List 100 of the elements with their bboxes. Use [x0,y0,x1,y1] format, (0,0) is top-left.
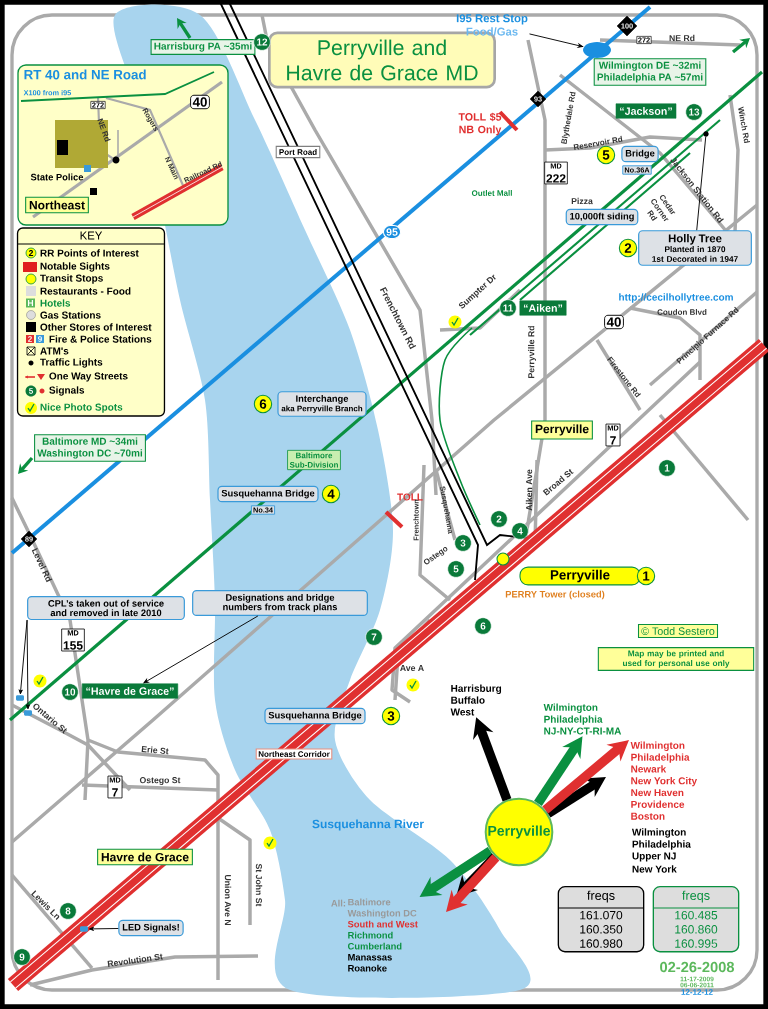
subdivision-sign: Baltimore Sub-Division [287,449,341,471]
signal-icon [16,695,24,701]
legend-label: Nice Photo Spots [40,403,123,413]
street-name: NE Rd [97,118,111,142]
street-name: Ave A [400,665,424,672]
callout-box: Designations and bridge numbers from track plans [192,590,368,616]
toll-note: TOLL [397,493,423,501]
callout-box: Interchange aka Perryville Branch [277,391,367,417]
destination-list: Wilmington Philadelphia Newark New York City New Haven Providence Boston [630,741,698,820]
route-shield: 40 [190,94,210,110]
point-number: 4 [321,484,341,504]
legend-digit: 5 [29,388,33,394]
point-number: 6 [253,394,273,414]
callout-box: Susquehanna Bridge [264,707,366,725]
callout-box: CPL’s taken out of service and removed in late 2010 [27,595,185,621]
destination-name: Wilmington [631,828,686,838]
legend-label: Gas Stations [40,311,101,319]
legend-digit: 2 [28,250,34,257]
point-number: 3 [381,706,401,726]
distance-sign: Wilmington DE ~32mi Philadelphia PA ~57mi [593,58,707,86]
destination-name: New York [632,865,677,873]
street-name: Union Ave N [224,874,232,925]
street-name: Erie St [141,746,169,755]
river-name: Susquehanna River [312,819,424,831]
signal-number: 4 [511,522,529,540]
signal-number: 8 [59,902,77,920]
rest-stop-marker [583,42,611,58]
interstate-shield: 95 [382,225,402,239]
legend-letter: H [27,300,34,306]
place-name: Outlet Mall [471,190,512,196]
town-name-box: Perryville [531,420,593,440]
legend-label: Hotels [40,299,71,307]
street-name: Blythedale Rd [561,91,576,145]
notice-box: Map may be printed and used for personal use only [597,647,755,671]
callout-box: 10,000ft siding [565,208,639,226]
legend-label: Transit Stops [40,274,103,284]
point-number: 1 [636,566,656,586]
callout-box: Susquehanna Bridge [217,485,319,503]
railroad-sign: Port Road [275,145,321,159]
place-name: Pizza [571,197,593,205]
callout-box: LED Signals! [118,919,184,937]
point-number: 5 [596,145,616,165]
signal-number: 5 [447,560,465,578]
signal-number: 2 [490,510,508,528]
signal-name-box: “Havre de Grace” [81,683,179,699]
web-address: http://cecilhollytree.com [619,293,733,303]
legend-label: Restaurants - Food [40,287,131,295]
street-name: Coudon Blvd [657,309,707,315]
street-name: Ostego St [139,777,181,785]
street-name: NE Rd [669,34,695,42]
legend-label: Notable Sights [40,262,110,272]
callout-box: Bridge [621,145,659,163]
copyright-box: © Todd Sestero [637,623,719,639]
signal-number: 1 [658,459,676,477]
frequency-table: freqs 161.070 160.350 160.980 [557,886,645,953]
destination-list: Harrisburg Buffalo West [450,684,502,716]
destination-list: Wilmington Philadelphia NJ-NY-CT-RI-MA [543,703,622,735]
distance-sign: Harrisburg PA ~35mi [150,39,256,55]
signal-number: 11 [499,299,517,317]
street-name: Aiken Ave [525,469,533,511]
leader-line [529,33,584,48]
destination-name: All: [331,899,346,907]
signal-number: 7 [365,628,383,646]
destination-name: Philadelphia [632,840,691,850]
signal-number: 13 [685,103,703,121]
place-name: State Police [30,173,84,181]
street-name: Winch Rd [738,106,750,144]
leader-line [25,619,30,710]
frequency-table: freqs 160.485 160.860 160.995 [652,886,740,953]
signal-name-box: “Aiken” [519,300,567,316]
town-name-box: Havre de Grace [97,848,193,866]
legend-label: One Way Streets [49,372,128,382]
legend-label: Fire & Police Stations [49,335,152,343]
corridor-sign: Northeast Corridor [255,748,333,760]
signal-number: 12 [253,33,271,51]
destination-list: Baltimore Washington DC South and West Richmond Cumberland Manassas Roanoke [347,898,418,972]
leader-line [89,926,119,931]
distance-sign: Baltimore MD ~34mi Washington DC ~70mi [34,434,146,462]
street-name: Perryville Rd [527,326,537,378]
legend-label: RR Points of Interest [40,249,139,257]
callout-box: Holly Tree Planted in 1870 1st Decorated in 1947 [638,230,752,266]
leader-line [696,136,707,231]
route-shield: 40 [604,314,624,330]
toll-note: TOLL $5 NB Only [458,112,502,136]
street-name: Revolution St [107,953,163,967]
signal-number: 9 [13,948,31,966]
date-note: 02-26-2008 [660,961,735,973]
legend-label: ATM's [40,347,69,355]
point-number: 2 [618,238,638,258]
signal-number: 3 [454,534,472,552]
legend-label: Traffic Lights [40,358,103,368]
signal-number: 10 [61,683,79,701]
legend-label: Signals [49,386,85,396]
town-name-box: Northeast [25,196,89,214]
signal-icon [24,710,32,716]
destination-name: Upper NJ [632,852,676,862]
route-arrow [446,854,500,912]
street-name: St John St [255,863,263,907]
signal-number: 6 [474,617,492,635]
legend-digit: 9 [38,336,42,342]
